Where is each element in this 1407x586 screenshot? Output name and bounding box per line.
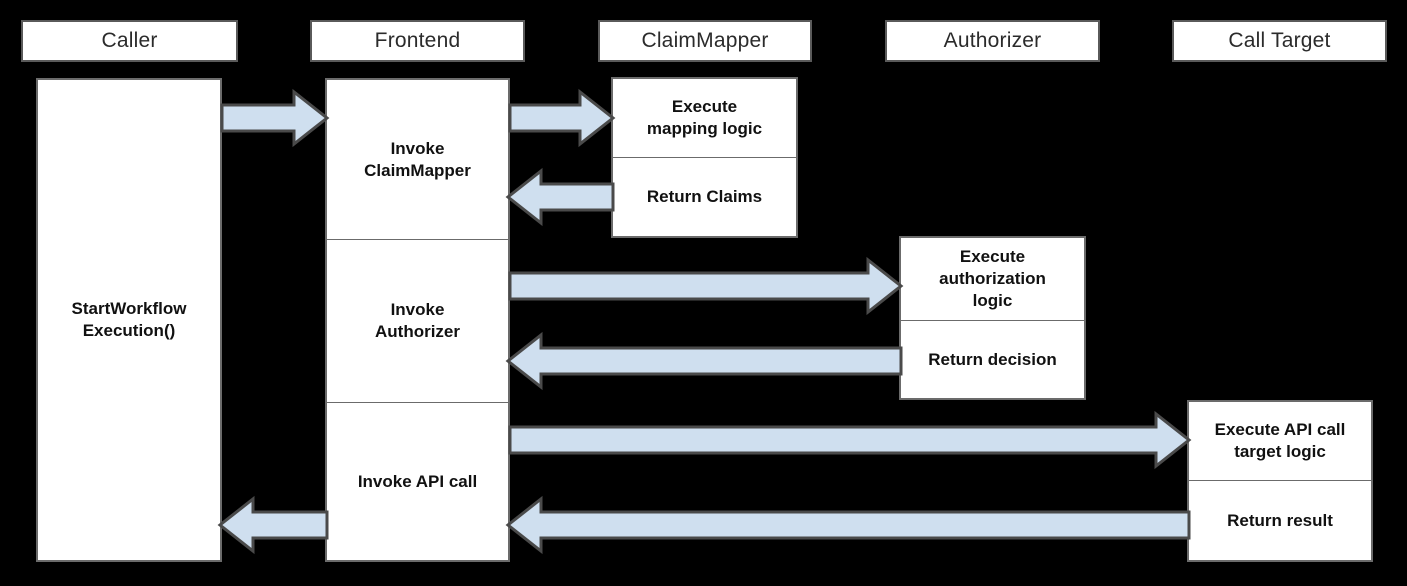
lifeline-header-label: Frontend <box>374 29 461 52</box>
lifeline-header-label: Authorizer <box>943 29 1042 52</box>
activation-segment: Return result <box>1189 480 1371 560</box>
lifeline-header-label: ClaimMapper <box>641 29 769 52</box>
message-arrow-calltarget-to-frontend[interactable] <box>505 495 1191 555</box>
lifeline-header-claimmapper[interactable]: ClaimMapper <box>598 20 812 62</box>
lifeline-header-caller[interactable]: Caller <box>21 20 238 62</box>
lifeline-header-frontend[interactable]: Frontend <box>310 20 525 62</box>
activation-segment: Return Claims <box>613 157 796 236</box>
message-arrow-frontend-to-caller[interactable] <box>217 495 329 555</box>
message-arrow-frontend-to-claimmapper[interactable] <box>508 88 616 148</box>
activation-segment: Invoke API call <box>327 402 508 560</box>
message-arrow-caller-to-frontend[interactable] <box>220 88 330 148</box>
lifeline-header-calltarget[interactable]: Call Target <box>1172 20 1387 62</box>
message-arrow-authorizer-to-frontend[interactable] <box>505 331 903 391</box>
lifeline-header-label: Call Target <box>1228 29 1331 52</box>
lifeline-header-label: Caller <box>101 29 158 52</box>
message-arrow-frontend-to-authorizer[interactable] <box>508 256 904 316</box>
message-arrow-frontend-to-calltarget[interactable] <box>508 410 1192 470</box>
lifeline-header-authorizer[interactable]: Authorizer <box>885 20 1100 62</box>
activation-segment: Return decision <box>901 320 1084 398</box>
message-arrow-claimmapper-to-frontend[interactable] <box>505 167 615 227</box>
